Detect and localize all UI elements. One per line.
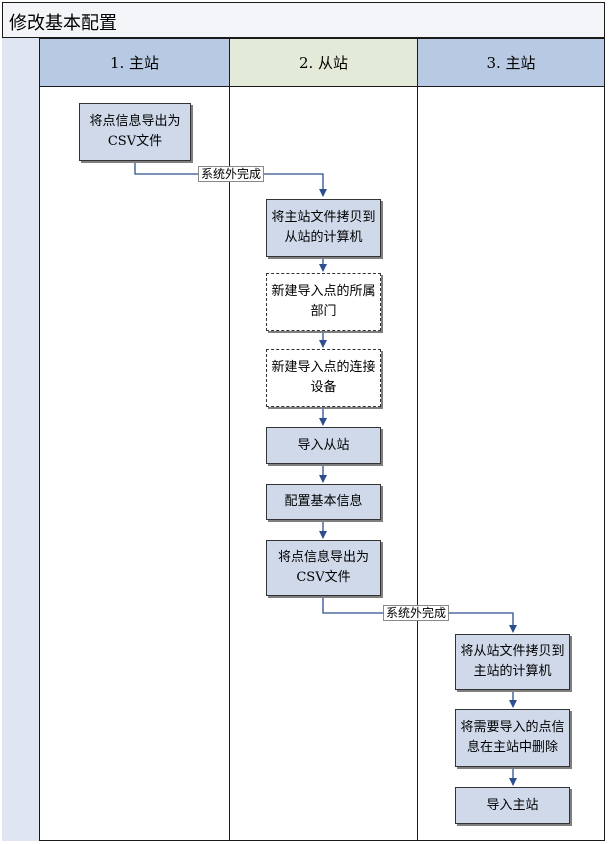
step-delete-points: 将需要导入的点信 息在主站中删除	[455, 709, 570, 767]
step-copy-master-files-label: 将主站文件拷贝到 从站的计算机	[271, 210, 376, 245]
connector-label-outside-2: 系统外完成	[383, 605, 450, 621]
step-new-department: 新建导入点的所属 部门	[266, 273, 381, 331]
lane-header-1: 1. 主站	[40, 39, 230, 87]
step-config-basic: 配置基本信息	[266, 484, 381, 520]
lane-header-1-label: 1. 主站	[109, 54, 160, 72]
step-delete-points-label: 将需要导入的点信 息在主站中删除	[460, 720, 565, 755]
lane-header-2: 2. 从站	[230, 39, 418, 87]
diagram-title: 修改基本配置	[9, 13, 117, 34]
connector-label-outside-1: 系统外完成	[198, 166, 265, 182]
step-config-basic-label: 配置基本信息	[284, 494, 363, 509]
step-export-points-master-label: 将点信息导出为 CSV文件	[89, 114, 181, 149]
lane-header-3-label: 3. 主站	[486, 54, 536, 72]
step-new-device-label: 新建导入点的连接 设备	[271, 360, 376, 395]
step-copy-master-files: 将主站文件拷贝到 从站的计算机	[266, 199, 381, 257]
step-export-points-slave: 将点信息导出为 CSV文件	[266, 540, 381, 596]
lane-header-2-label: 2. 从站	[298, 54, 349, 72]
step-new-department-label: 新建导入点的所属 部门	[271, 284, 376, 319]
diagram-title-bar: 修改基本配置	[2, 2, 605, 38]
step-import-slave: 导入从站	[266, 427, 381, 464]
step-copy-slave-files: 将从站文件拷贝到 主站的计算机	[455, 634, 570, 690]
step-new-device: 新建导入点的连接 设备	[266, 349, 381, 407]
step-import-slave-label: 导入从站	[297, 437, 350, 453]
step-import-master: 导入主站	[455, 787, 570, 824]
lane-divider-2	[417, 87, 418, 840]
step-export-points-master: 将点信息导出为 CSV文件	[79, 103, 191, 161]
step-export-points-slave-label: 将点信息导出为 CSV文件	[277, 550, 369, 585]
step-copy-slave-files-label: 将从站文件拷贝到 主站的计算机	[460, 644, 565, 679]
step-import-master-label: 导入主站	[486, 797, 539, 813]
swimlane-side-strip	[2, 38, 40, 841]
lane-divider-1	[229, 87, 230, 840]
lane-header-3: 3. 主站	[418, 39, 604, 87]
